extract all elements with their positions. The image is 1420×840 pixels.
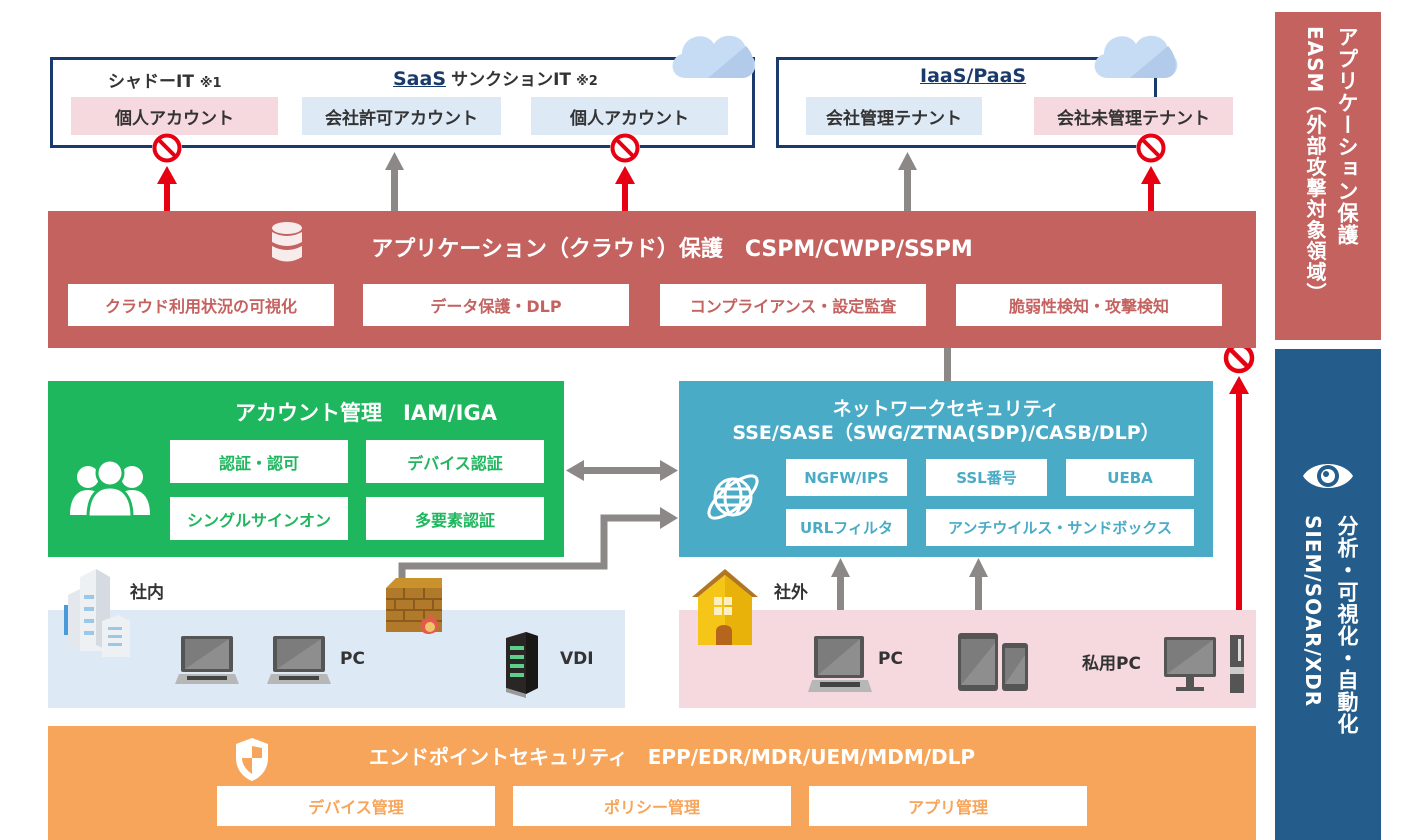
account-management-section: アカウント管理 IAM/IGA 認証・認可 デバイス認証 シングルサインオン 多… [48, 381, 564, 557]
siem-label-line1: 分析・可視化・自動化 [1335, 515, 1359, 735]
ssl-inspection: SSL番号 [926, 459, 1047, 496]
endpoint-security-section: エンドポイントセキュリティ EPP/EDR/MDR/UEM/MDM/DLP デバ… [48, 726, 1256, 840]
ngfw-ips: NGFW/IPS [786, 459, 907, 496]
antivirus-sandbox: アンチウイルス・サンドボックス [926, 509, 1194, 546]
internal-pc-label: PC [340, 649, 365, 669]
arrow-account-network [566, 460, 678, 481]
data-protection-dlp: データ保護・DLP [363, 284, 629, 326]
users-icon [70, 458, 150, 519]
desktop-pc-icon [1164, 635, 1244, 693]
account-title: アカウント管理 IAM/IGA [235, 401, 497, 425]
endpoint-title: エンドポイントセキュリティ EPP/EDR/MDR/UEM/MDM/DLP [368, 745, 976, 769]
shadow-personal-account: 個人アカウント [71, 97, 278, 135]
database-icon [272, 222, 302, 262]
arrow-to-company-account [385, 152, 404, 211]
sanction-it-label: サンクションIT [451, 70, 572, 90]
prohibited-icon [1223, 342, 1255, 374]
laptop-icon [175, 636, 239, 684]
server-icon [506, 632, 538, 698]
vdi-label: VDI [560, 649, 594, 669]
multi-factor-auth: 多要素認証 [366, 497, 544, 540]
laptop-icon [808, 636, 872, 692]
company-permitted-account: 会社許可アカウント [302, 97, 501, 135]
blocked-arrow-personal-account [615, 166, 635, 211]
private-pc-label: 私用PC [1082, 654, 1141, 674]
cloud-icon [1094, 35, 1178, 78]
building-icon [64, 569, 130, 657]
iaas-title: IaaS/PaaS [920, 65, 1027, 87]
cloud-usage-visibility: クラウド利用状況の可視化 [68, 284, 334, 326]
easm-label-line2: EASM（外部攻撃対象領域） [1303, 26, 1327, 304]
siem-sidebar: 分析・可視化・自動化 SIEM/SOAR/XDR [1275, 349, 1381, 840]
single-sign-on: シングルサインオン [170, 497, 348, 540]
app-management: アプリ管理 [809, 786, 1087, 826]
blocked-arrow-private-pc [1229, 376, 1249, 637]
blocked-arrow-shadow-account [157, 166, 177, 211]
shadow-it-label: シャドーIT ※1 [108, 72, 222, 92]
company-managed-tenant: 会社管理テナント [806, 97, 982, 135]
auth-authorization: 認証・認可 [170, 440, 348, 483]
siem-label-line2: SIEM/SOAR/XDR [1301, 515, 1325, 708]
easm-label-line1: アプリケーション保護 [1335, 26, 1359, 246]
app-protection-title: アプリケーション（クラウド）保護 CSPM/CWPP/SSPM [371, 237, 973, 262]
saas-title: SaaS [393, 68, 447, 90]
tablet-phone-icon [958, 633, 1028, 691]
eye-icon [1303, 464, 1353, 488]
laptop-icon [267, 636, 331, 684]
device-management: デバイス管理 [217, 786, 495, 826]
arrow-ext-mobile [969, 558, 988, 635]
app-protection-section: アプリケーション（クラウド）保護 CSPM/CWPP/SSPM クラウド利用状況… [48, 211, 1256, 348]
vulnerability-attack-detection: 脆弱性検知・攻撃検知 [956, 284, 1222, 326]
arrow-ext-pc [831, 558, 850, 635]
shield-icon [236, 738, 268, 781]
unmanaged-tenant: 会社未管理テナント [1034, 97, 1233, 135]
arrow-to-company-tenant [898, 152, 917, 211]
prohibited-icon [152, 133, 182, 163]
line-app-network [944, 348, 951, 381]
sanction-personal-account: 個人アカウント [531, 97, 728, 135]
policy-management: ポリシー管理 [513, 786, 791, 826]
blocked-arrow-unmanaged-tenant [1141, 166, 1161, 211]
device-authentication: デバイス認証 [366, 440, 544, 483]
cloud-icon [672, 35, 756, 78]
prohibited-icon [1136, 133, 1166, 163]
network-title: ネットワークセキュリティ SSE/SASE（SWG/ZTNA(SDP)/CASB… [732, 398, 1160, 444]
external-label: 社外 [774, 583, 808, 603]
firewall-icon [386, 578, 442, 634]
arrow-firewall-network [398, 507, 678, 590]
network-security-section: ネットワークセキュリティ SSE/SASE（SWG/ZTNA(SDP)/CASB… [679, 381, 1213, 557]
compliance-audit: コンプライアンス・設定監査 [660, 284, 926, 326]
house-icon [692, 569, 758, 645]
internal-label: 社内 [130, 583, 164, 603]
ueba: UEBA [1066, 459, 1194, 496]
external-pc-label: PC [878, 649, 903, 669]
prohibited-icon [610, 133, 640, 163]
globe-icon [707, 474, 759, 520]
saas-heading: SaaS サンクションIT ※2 [393, 68, 598, 90]
url-filter: URLフィルタ [786, 509, 907, 546]
easm-sidebar: アプリケーション保護 EASM（外部攻撃対象領域） [1275, 12, 1381, 340]
